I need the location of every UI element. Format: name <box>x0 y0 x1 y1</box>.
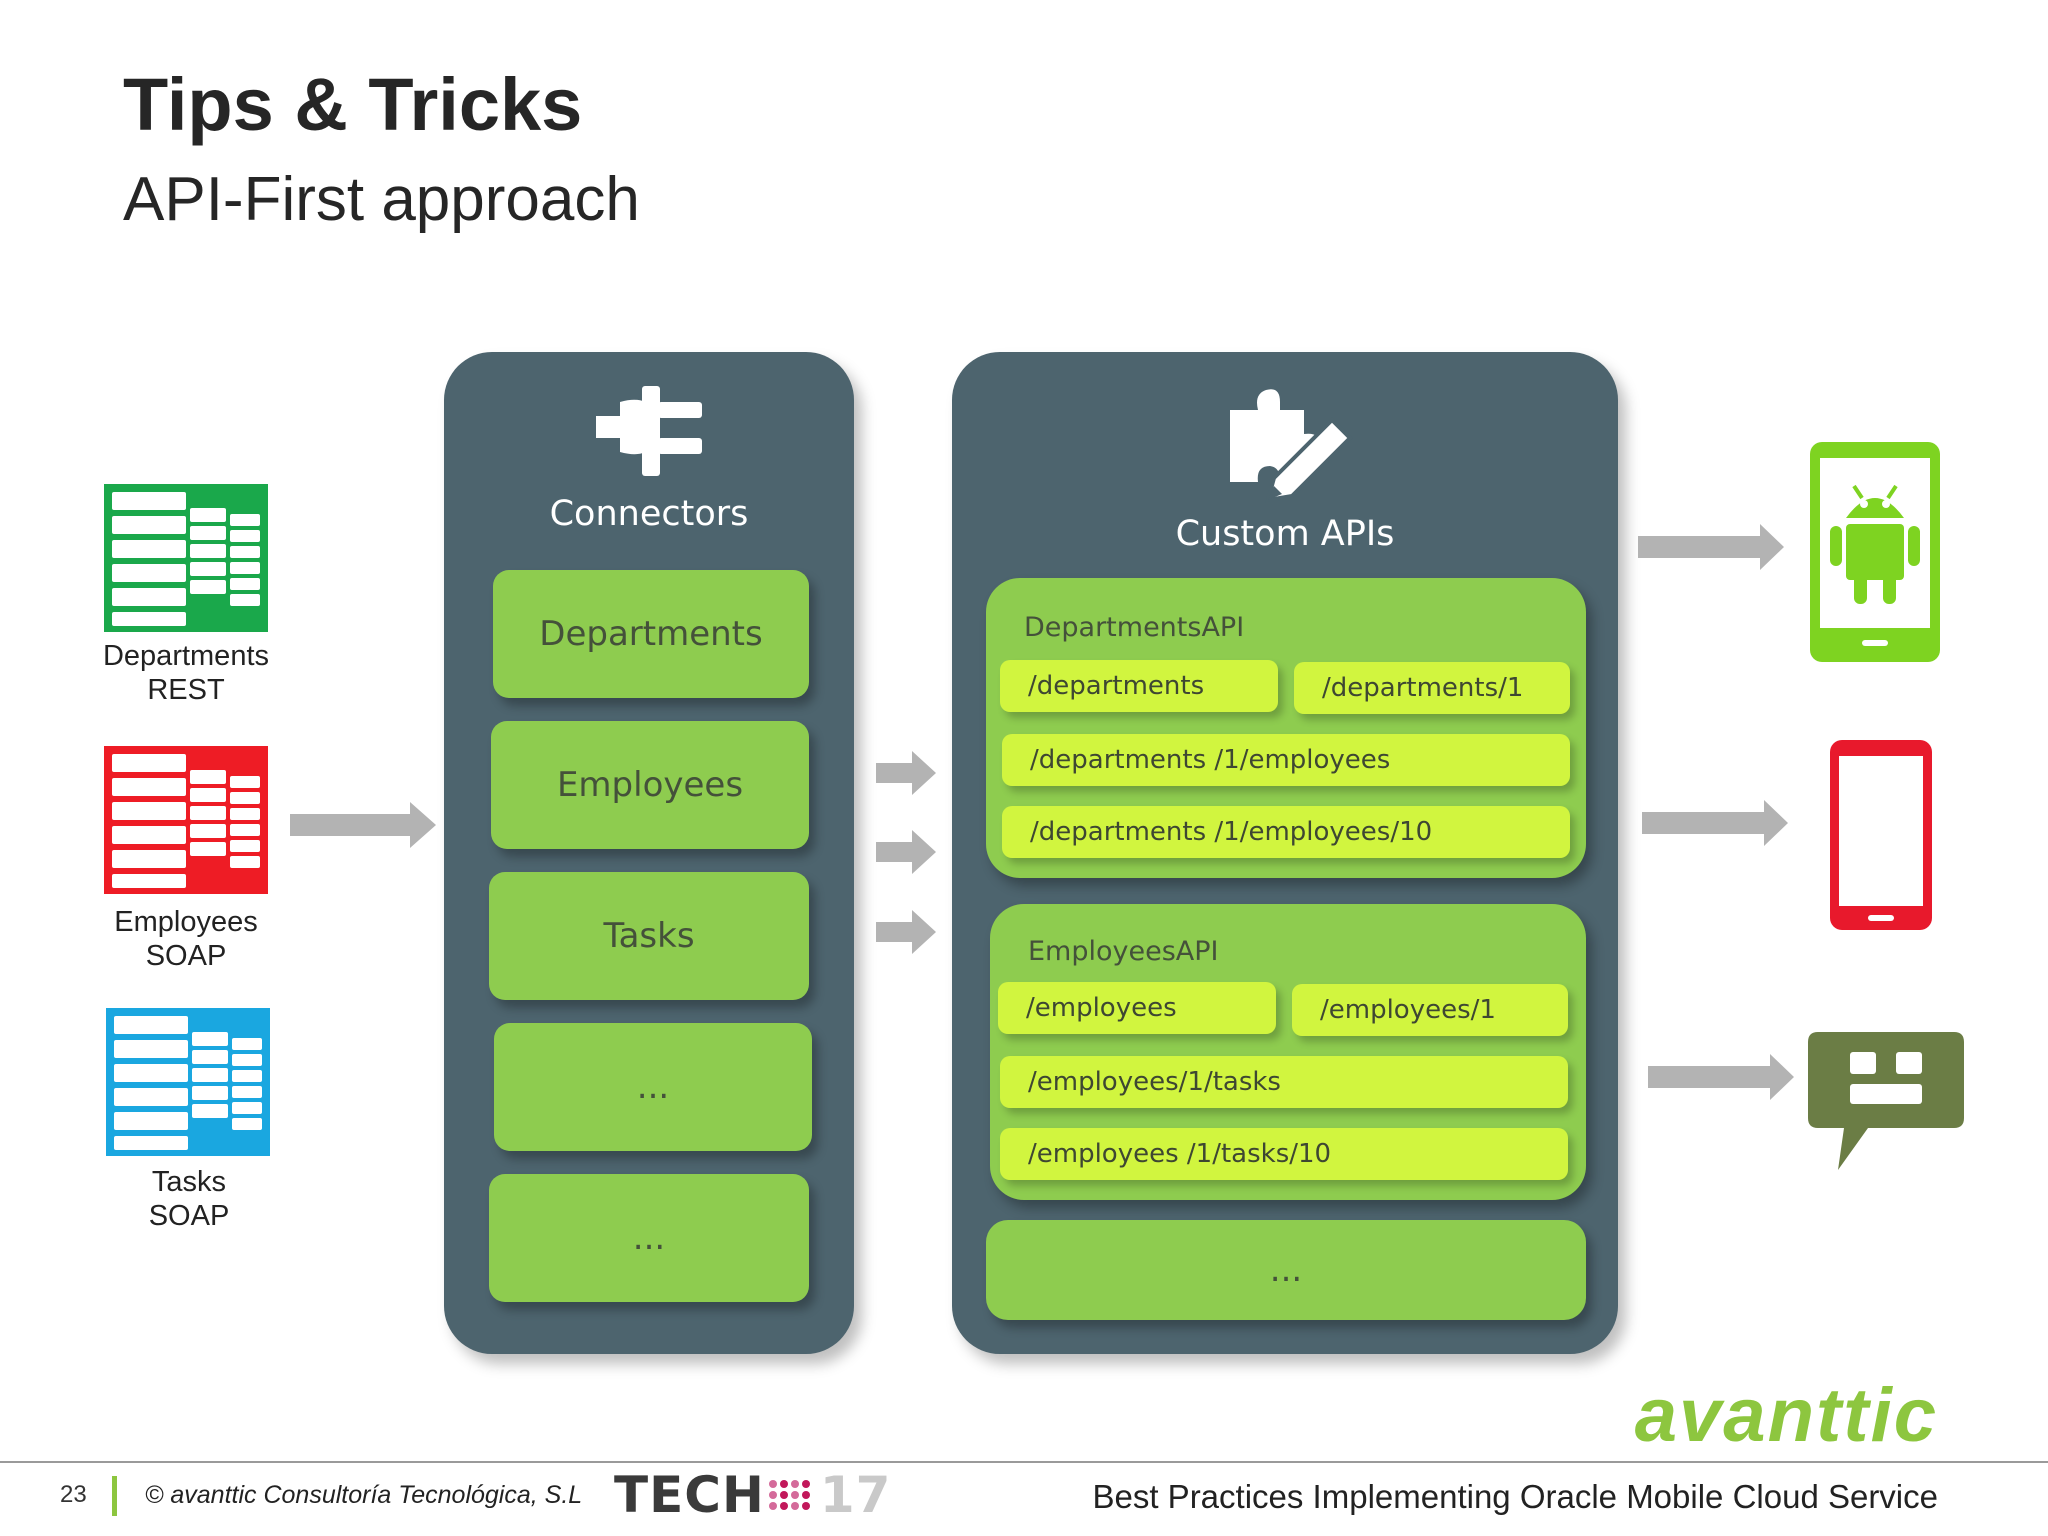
event-logo-year: 17 <box>819 1466 892 1524</box>
source-name: Tasks <box>151 1166 227 1198</box>
slide-subtitle: API-First approach <box>123 165 640 234</box>
footer-accent-bar <box>112 1476 117 1516</box>
footer-divider <box>0 1461 2048 1463</box>
brand-logo: avanttic <box>1634 1373 1938 1458</box>
event-logo-dots <box>768 1480 810 1510</box>
endpoint[interactable]: /departments /1/employees <box>1002 734 1570 786</box>
departments-api-group: DepartmentsAPI /departments /departments… <box>986 578 1586 878</box>
footer-title: Best Practices Implementing Oracle Mobil… <box>1092 1478 1938 1515</box>
mobile-phone-icon <box>1830 740 1932 930</box>
endpoint[interactable]: /departments/1 <box>1294 662 1570 714</box>
endpoint[interactable]: /employees/1/tasks <box>1000 1056 1568 1108</box>
source-type: SOAP <box>145 939 227 972</box>
page-number: 23 <box>60 1481 87 1508</box>
server-icon <box>104 484 268 632</box>
source-type: REST <box>147 673 225 706</box>
more-apis-tile[interactable]: ... <box>986 1220 1586 1320</box>
copyright: © avanttic Consultoría Tecnológica, S.L <box>145 1481 583 1509</box>
connector-tile[interactable]: Tasks <box>489 872 809 1000</box>
android-phone-icon <box>1810 442 1940 662</box>
endpoint[interactable]: /employees <box>998 982 1276 1034</box>
custom-apis-title: Custom APIs <box>1175 514 1395 554</box>
slide-title: Tips & Tricks <box>123 63 583 146</box>
arrow-right-icon <box>1638 524 1784 570</box>
arrow-right-icon <box>876 830 936 874</box>
arrow-right-icon <box>1648 1054 1794 1100</box>
connector-tile[interactable]: ... <box>494 1023 812 1151</box>
arrow-right-icon <box>1642 800 1788 846</box>
source-type: SOAP <box>148 1199 230 1232</box>
source-name: Employees <box>114 906 258 938</box>
connector-tile[interactable]: Employees <box>491 721 809 849</box>
endpoint[interactable]: /departments <box>1000 660 1278 712</box>
arrow-right-icon <box>290 802 436 848</box>
chatbot-icon <box>1808 1032 1964 1170</box>
connector-tile[interactable]: Departments <box>493 570 809 698</box>
source-name: Departments <box>102 640 269 672</box>
arrow-right-icon <box>876 910 936 954</box>
connector-tile[interactable]: ... <box>489 1174 809 1302</box>
api-name: DepartmentsAPI <box>1024 612 1245 643</box>
connectors-title: Connectors <box>549 494 749 534</box>
endpoint[interactable]: /departments /1/employees/10 <box>1002 806 1570 858</box>
api-name: EmployeesAPI <box>1028 936 1219 967</box>
plug-icon <box>596 386 702 476</box>
puzzle-pencil-icon <box>1230 389 1353 503</box>
event-logo: TECH 17 <box>614 1466 891 1524</box>
endpoint[interactable]: /employees/1 <box>1292 984 1568 1036</box>
server-icon <box>104 746 268 894</box>
employees-api-group: EmployeesAPI /employees /employees/1 /em… <box>990 904 1586 1200</box>
endpoint[interactable]: /employees /1/tasks/10 <box>1000 1128 1568 1180</box>
connectors-panel: Connectors Departments Employees Tasks .… <box>444 352 854 1354</box>
event-logo-text: TECH <box>614 1466 765 1524</box>
arrow-right-icon <box>876 751 936 795</box>
custom-apis-panel: Custom APIs DepartmentsAPI /departments … <box>952 352 1618 1354</box>
server-icon <box>106 1008 270 1156</box>
